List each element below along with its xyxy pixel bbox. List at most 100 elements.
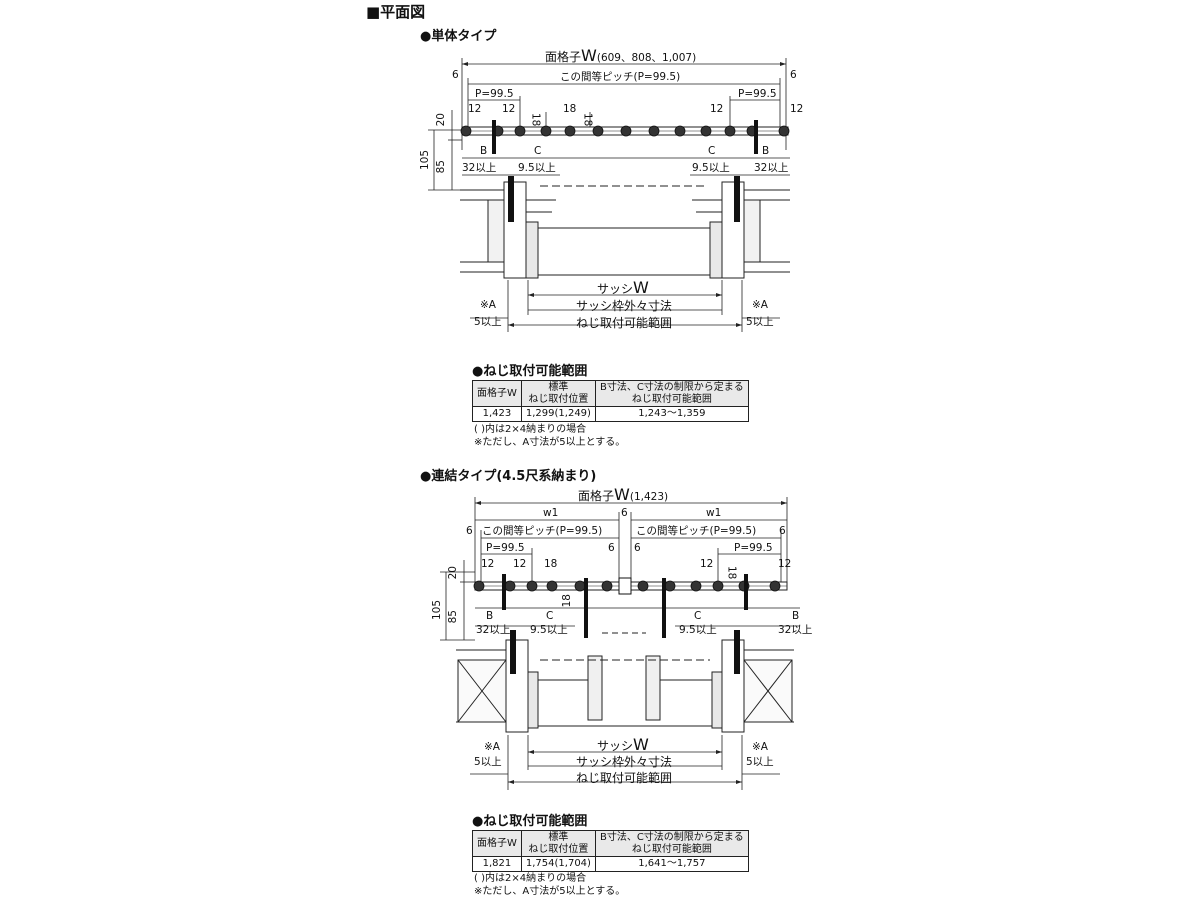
single-min95-left: 9.5以上 — [518, 162, 556, 174]
linked-dim-6-ml: 6 — [608, 542, 615, 554]
linked-dim-105: 105 — [431, 600, 443, 621]
linked-a-left: ※A — [484, 741, 500, 753]
single-b-right: B — [762, 145, 770, 157]
linked-p-right: P=99.5 — [734, 542, 773, 554]
table2-range: 1,641〜1,757 — [594, 856, 749, 872]
linked-overall-label: 面格子W(1,423) — [578, 487, 668, 503]
single-b-left: B — [480, 145, 488, 157]
single-sash-label: サッシW — [597, 280, 649, 296]
linked-min32-left: 32以上 — [476, 624, 511, 636]
single-type-heading: ●単体タイプ — [420, 29, 497, 44]
table1-heading: ●ねじ取付可能範囲 — [472, 364, 588, 379]
single-dim-18-v: 18 — [581, 113, 594, 127]
table1: 面格子W 標準ねじ取付位置 B寸法、C寸法の制限から定まるねじ取付可能範囲 1,… — [472, 380, 749, 422]
table-row: 1,423 1,299(1,249) 1,243〜1,359 — [472, 406, 749, 422]
single-overall-w: W — [581, 46, 597, 65]
single-p-right: P=99.5 — [738, 88, 777, 100]
linked-screw-range: ねじ取付可能範囲 — [576, 771, 673, 785]
single-a-left: ※A — [480, 299, 496, 311]
linked-dim-12-c: 12 — [700, 558, 714, 570]
single-a-right: ※A — [752, 299, 768, 311]
table1-col3-line2: ねじ取付可能範囲 — [631, 393, 712, 405]
linked-overall-sizes: (1,423) — [629, 491, 669, 503]
table1-note2: ※ただし、A寸法が5以上とする。 — [474, 437, 626, 448]
table2-note1: ( )内は2×4納まりの場合 — [474, 873, 587, 884]
single-screw-range: ねじ取付可能範囲 — [576, 316, 673, 330]
table2-col3-line1: B寸法、C寸法の制限から定まる — [599, 832, 744, 843]
linked-w1-right: w1 — [706, 507, 722, 519]
table1-col1: 面格子W — [472, 380, 522, 407]
table1-w: 1,423 — [472, 406, 522, 422]
single-overall-sizes: (609、808、1,007) — [596, 52, 697, 64]
table2-heading: ●ねじ取付可能範囲 — [472, 814, 588, 829]
single-dim-12-d: 12 — [790, 103, 804, 115]
linked-dim-18-v: 18 — [561, 594, 573, 608]
linked-dim-20: 20 — [447, 566, 459, 580]
single-c-right: C — [708, 145, 716, 157]
linked-min95-left: 9.5以上 — [530, 624, 568, 636]
linked-pitch-left: この間等ピッチ(P=99.5) — [482, 525, 603, 537]
table1-col2: 標準ねじ取付位置 — [520, 380, 596, 407]
table2-col2-line2: ねじ取付位置 — [528, 843, 589, 855]
linked-p-left: P=99.5 — [486, 542, 525, 554]
single-c-left: C — [534, 145, 542, 157]
linked-b-left: B — [486, 610, 494, 622]
linked-sash-prefix: サッシ — [597, 739, 634, 753]
table2-col2-line1: 標準 — [548, 832, 569, 843]
linked-w1-left: w1 — [543, 507, 559, 519]
single-dim-6-left: 6 — [452, 69, 459, 81]
table2-col3: B寸法、C寸法の制限から定まるねじ取付可能範囲 — [594, 830, 749, 857]
single-min32-left: 32以上 — [462, 162, 497, 174]
table2-col1: 面格子W — [472, 830, 522, 857]
linked-dim-6-center: 6 — [621, 507, 628, 519]
table1-note1: ( )内は2×4納まりの場合 — [474, 424, 587, 435]
table1-range: 1,243〜1,359 — [594, 406, 749, 422]
linked-a-right: ※A — [752, 741, 768, 753]
table1-col2-line2: ねじ取付位置 — [528, 393, 589, 405]
linked-dim-12-d: 12 — [778, 558, 792, 570]
single-pitch-label: この間等ピッチ(P=99.5) — [560, 71, 681, 83]
linked-dim-12-b: 12 — [513, 558, 527, 570]
single-dim-12-b: 12 — [502, 103, 516, 115]
table2-col2: 標準ねじ取付位置 — [520, 830, 596, 857]
single-dim-18-a: 18 — [563, 103, 577, 115]
linked-dim-6-left: 6 — [466, 525, 473, 537]
linked-type-heading: ●連結タイプ(4.5尺系納まり) — [420, 469, 597, 484]
single-sash-frame: サッシ枠外々寸法 — [576, 299, 673, 313]
linked-dim-18-a: 18 — [544, 558, 558, 570]
linked-sash-label: サッシW — [597, 737, 649, 753]
table-row: 1,821 1,754(1,704) 1,641〜1,757 — [472, 856, 749, 872]
page-title: ■平面図 — [366, 3, 426, 21]
linked-min5-left: 5以上 — [474, 756, 502, 768]
linked-overall-w: W — [614, 485, 630, 504]
single-dim-12-a: 12 — [468, 103, 482, 115]
single-dim-6-right: 6 — [790, 69, 797, 81]
table2-note2: ※ただし、A寸法が5以上とする。 — [474, 886, 626, 897]
linked-dim-12-a: 12 — [481, 558, 495, 570]
table1-pos: 1,299(1,249) — [520, 406, 596, 422]
table2: 面格子W 標準ねじ取付位置 B寸法、C寸法の制限から定まるねじ取付可能範囲 1,… — [472, 830, 749, 872]
linked-sash-w: W — [633, 735, 649, 754]
single-overall-label: 面格子W(609、808、1,007) — [545, 48, 696, 64]
linked-overall-prefix: 面格子 — [578, 489, 615, 503]
single-sash-w: W — [633, 278, 649, 297]
table1-col3-line1: B寸法、C寸法の制限から定まる — [599, 382, 744, 393]
linked-pitch-right: この間等ピッチ(P=99.5) — [636, 525, 757, 537]
table1-col3: B寸法、C寸法の制限から定まるねじ取付可能範囲 — [594, 380, 749, 407]
linked-dim-6-right: 6 — [779, 525, 786, 537]
linked-c-right: C — [694, 610, 702, 622]
linked-dim-85: 85 — [447, 610, 459, 624]
linked-b-right: B — [792, 610, 800, 622]
table2-notes: ( )内は2×4納まりの場合 ※ただし、A寸法が5以上とする。 — [474, 872, 625, 898]
single-sash-prefix: サッシ — [597, 282, 634, 296]
table2-w: 1,821 — [472, 856, 522, 872]
table1-notes: ( )内は2×4納まりの場合 ※ただし、A寸法が5以上とする。 — [474, 423, 625, 449]
single-p-left: P=99.5 — [475, 88, 514, 100]
single-dim-12-c: 12 — [710, 103, 724, 115]
linked-dim-18-b: 18 — [725, 566, 738, 580]
linked-dim-6-mr: 6 — [634, 542, 641, 554]
linked-min32-right: 32以上 — [778, 624, 813, 636]
linked-min95-right: 9.5以上 — [679, 624, 717, 636]
linked-sash-frame: サッシ枠外々寸法 — [576, 755, 673, 769]
